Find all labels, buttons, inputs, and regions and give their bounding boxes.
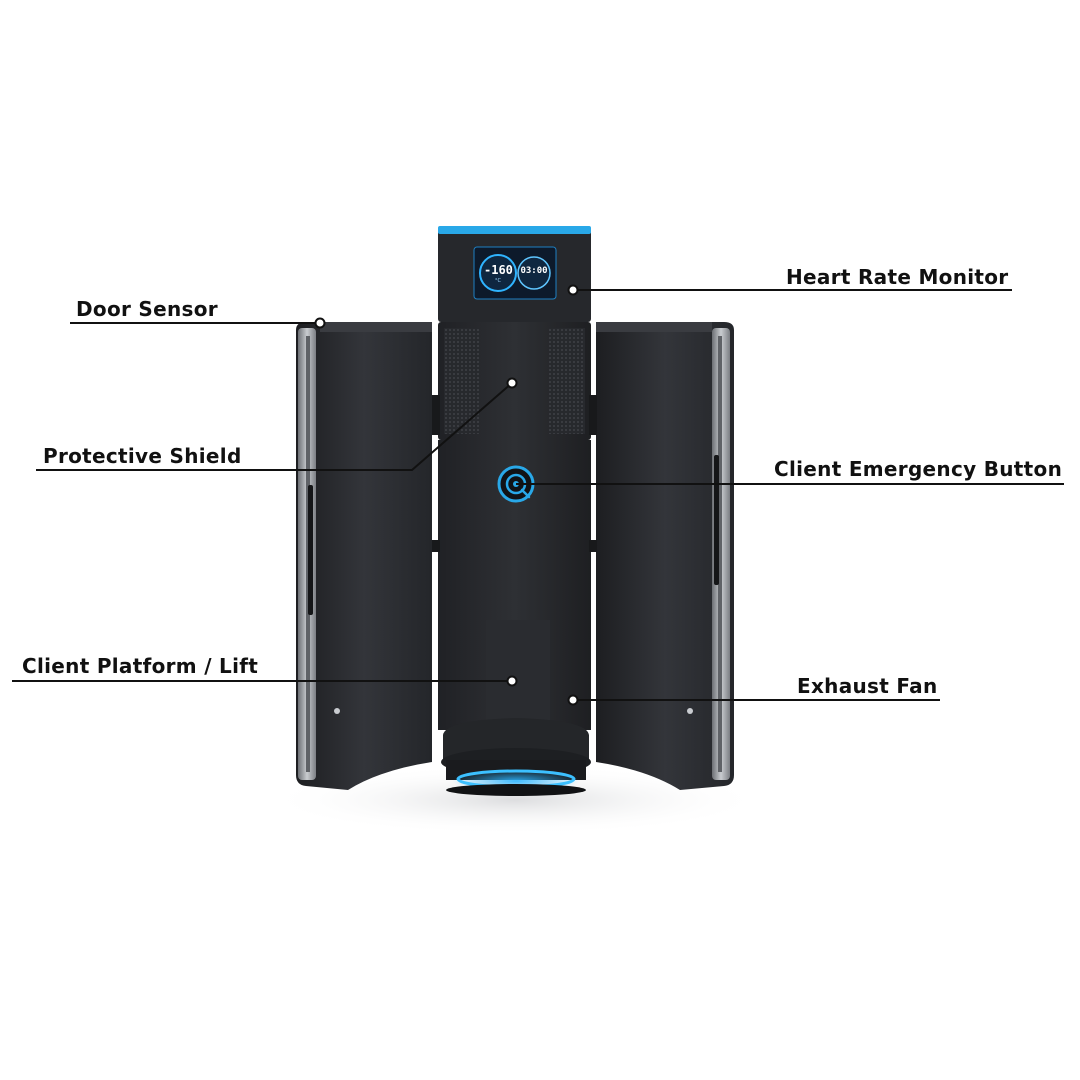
right-door-handle [714,455,719,585]
top-light-strip [438,226,591,234]
dot-client-platform [506,675,518,687]
right-door [596,322,734,790]
leader-protective-shield [36,382,513,471]
floor-shadow [265,765,765,835]
temperature-readout: -160 [484,263,513,277]
dot-heart-rate-monitor [567,284,579,296]
dot-exhaust-fan [567,694,579,706]
left-vent-mesh [444,328,480,434]
label-client-platform-lift: Client Platform / Lift [22,654,259,678]
left-door [296,322,432,790]
label-heart-rate-monitor: Heart Rate Monitor [786,265,1009,289]
left-door-screw [334,708,340,714]
label-client-emergency-button: Client Emergency Button [774,457,1063,481]
dot-protective-shield [506,377,518,389]
timer-readout: 03:00 [520,266,548,276]
platform-base [441,718,591,796]
timer-gauge [517,256,551,290]
leader-lines [12,289,1064,701]
label-exhaust-fan: Exhaust Fan [797,674,938,698]
right-vent-mesh [549,328,585,434]
leader-dots [314,284,579,706]
dot-door-sensor [314,317,326,329]
temperature-gauge [479,254,517,292]
left-door-handle [308,485,313,615]
label-door-sensor: Door Sensor [76,297,218,321]
label-protective-shield: Protective Shield [43,444,242,468]
right-door-screw [687,708,693,714]
lift-backrest [486,620,550,720]
temperature-unit: °C [495,278,501,284]
monitor-housing [438,226,591,322]
